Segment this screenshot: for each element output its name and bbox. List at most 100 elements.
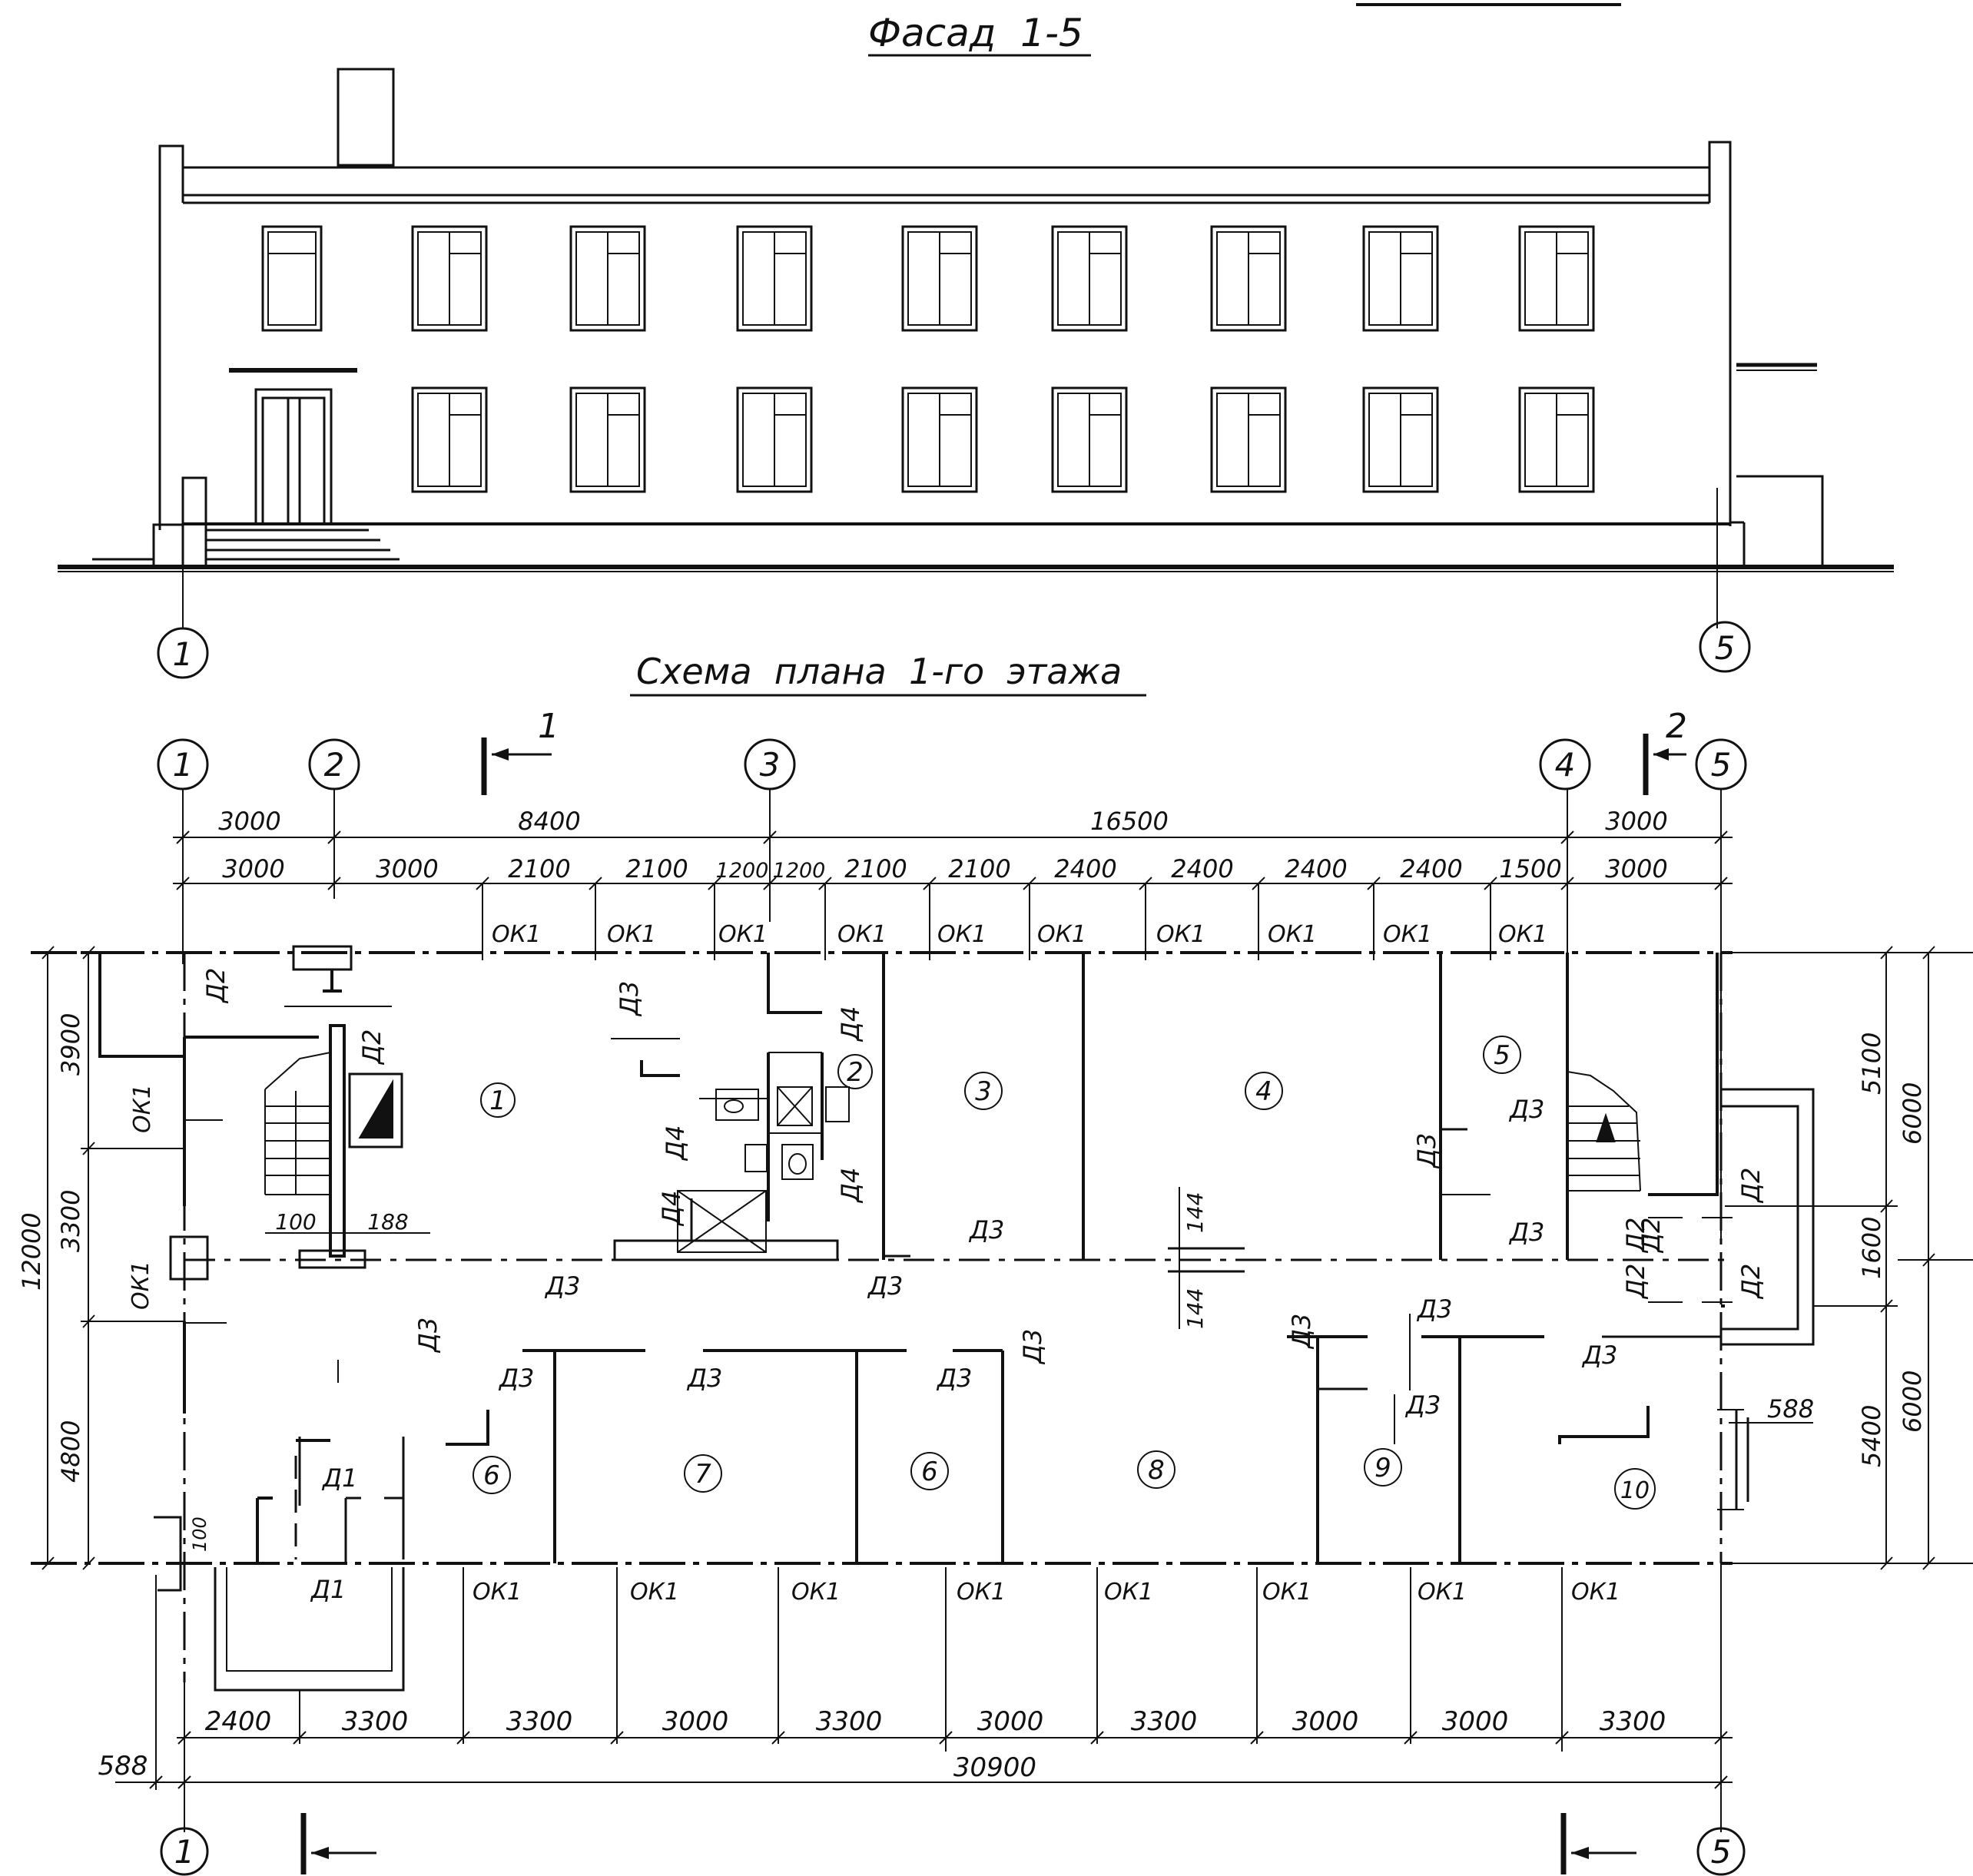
dim-top-r2-6: 2100 bbox=[844, 854, 907, 883]
window-mark: ОК1 bbox=[957, 1579, 1006, 1606]
window-mark: ОК1 bbox=[791, 1579, 841, 1606]
facade-title-text: Фасад 1-5 bbox=[868, 11, 1083, 55]
top-dimensions: 3000 8400 16500 3000 3000 3000 2100 2100… bbox=[173, 807, 1733, 960]
window-mark: ОК1 bbox=[1571, 1579, 1620, 1606]
dim-left-3900: 3900 bbox=[56, 1013, 85, 1076]
door-mark-d3: Д3 bbox=[1581, 1341, 1617, 1370]
dim-bot-6: 3300 bbox=[1131, 1706, 1198, 1737]
dim-bot-9: 3300 bbox=[1600, 1706, 1666, 1737]
plan-axis-5-top: 5 bbox=[1711, 746, 1732, 784]
dim-bot-2: 3300 bbox=[506, 1706, 573, 1737]
dim-top-r2-0: 3000 bbox=[222, 854, 284, 883]
left-dimensions: 3900 3300 4800 12000 bbox=[17, 946, 184, 1570]
dim-small-100-porch: 100 bbox=[189, 1516, 211, 1552]
dim-bot-588: 588 bbox=[98, 1751, 148, 1782]
door-marks: Д2 Д2 Д3 Д4 Д4 Д4 Д4 Д3 Д3 Д3 Д3 Д3 Д3 Д… bbox=[201, 968, 1766, 1604]
dim-top-r2-2: 2100 bbox=[508, 854, 570, 883]
door-mark-d2: Д2 bbox=[1736, 1168, 1766, 1204]
door-mark-d2: Д2 bbox=[357, 1029, 386, 1066]
dim-bot-4: 3300 bbox=[816, 1706, 883, 1737]
dim-top-r1-2: 16500 bbox=[1090, 807, 1169, 836]
window-mark: ОК1 bbox=[630, 1579, 679, 1606]
window-mark: ОК1 bbox=[937, 921, 986, 948]
plan-axis-markers-top: 1 2 3 4 5 bbox=[157, 738, 1747, 1260]
facade-windows-lower bbox=[411, 386, 1595, 493]
dim-bot-1: 3300 bbox=[342, 1706, 409, 1737]
plan-axis-1-top: 1 bbox=[173, 746, 194, 784]
door-mark-d2: Д2 bbox=[1621, 1264, 1650, 1300]
room-7: 7 bbox=[695, 1459, 711, 1490]
window-mark: ОК1 bbox=[473, 1579, 522, 1606]
room-4: 4 bbox=[1255, 1076, 1272, 1107]
room-2: 2 bbox=[847, 1057, 864, 1088]
dim-right-6000-bot: 6000 bbox=[1898, 1371, 1927, 1433]
facade-axis-5: 5 bbox=[1715, 629, 1736, 667]
dim-small-144-top: 144 bbox=[1182, 1192, 1208, 1233]
dim-top-r2-11: 2400 bbox=[1400, 854, 1462, 883]
section-marks: 1 2 bbox=[300, 707, 1687, 1874]
window-mark: ОК1 bbox=[1383, 921, 1432, 948]
door-mark-d4: Д4 bbox=[836, 1006, 865, 1042]
door-mark-d2: Д2 bbox=[201, 968, 230, 1004]
dim-right-1600: 1600 bbox=[1857, 1217, 1886, 1279]
plan-axis-markers-bottom: 1 5 bbox=[160, 1827, 1746, 1876]
window-mark: ОК1 bbox=[1498, 921, 1547, 948]
door-mark-d3: Д3 bbox=[968, 1215, 1004, 1245]
dim-top-r2-12: 1500 bbox=[1499, 854, 1561, 883]
window-marks: ОК1 ОК1 ОК1 ОК1 ОК1 ОК1 ОК1 ОК1 ОК1 ОК1 … bbox=[128, 921, 1620, 1606]
window-mark: ОК1 bbox=[1156, 921, 1205, 948]
door-mark-d1: Д1 bbox=[310, 1575, 346, 1604]
window-mark: ОК1 bbox=[128, 1261, 154, 1310]
plan-outer-walls bbox=[31, 951, 1973, 1682]
door-mark-d3: Д3 bbox=[1287, 1314, 1316, 1350]
plan-axis-2-top: 2 bbox=[324, 746, 345, 784]
window-mark: ОК1 bbox=[1037, 921, 1086, 948]
dim-small-144-bot: 144 bbox=[1182, 1288, 1208, 1329]
window-mark: ОК1 bbox=[718, 921, 768, 948]
facade-axis-1: 1 bbox=[173, 635, 194, 673]
room-numbers: 1 2 3 4 5 6 7 6 8 9 10 bbox=[473, 1036, 1656, 1510]
door-mark-d2: Д2 bbox=[1736, 1264, 1766, 1300]
door-mark-d4: Д4 bbox=[661, 1125, 690, 1162]
plan-title-text: Схема плана 1-го этажа bbox=[636, 651, 1122, 692]
plan-axis-4-top: 4 bbox=[1555, 746, 1576, 784]
window-mark: ОК1 bbox=[1268, 921, 1317, 948]
window-mark: ОК1 bbox=[1418, 1579, 1467, 1606]
door-mark-d3: Д3 bbox=[498, 1364, 534, 1393]
room-9: 9 bbox=[1374, 1453, 1391, 1483]
dim-top-r2-7: 2100 bbox=[948, 854, 1010, 883]
door-mark-d3: Д3 bbox=[1508, 1095, 1544, 1124]
section-2-label: 2 bbox=[1666, 707, 1687, 746]
dim-bot-total: 30900 bbox=[953, 1752, 1036, 1783]
dim-top-r1-1: 8400 bbox=[518, 807, 580, 836]
room-5: 5 bbox=[1494, 1040, 1510, 1071]
local-dimensions: 100 188 144 144 100 588 bbox=[189, 1187, 1814, 1552]
plan-partitions bbox=[81, 945, 1815, 1692]
door-mark-d4: Д4 bbox=[836, 1168, 865, 1204]
dim-top-r2-13: 3000 bbox=[1605, 854, 1667, 883]
door-mark-d3: Д3 bbox=[686, 1364, 722, 1393]
door-mark-d3: Д3 bbox=[1416, 1294, 1452, 1324]
dim-top-r2-8: 2400 bbox=[1054, 854, 1116, 883]
room-1: 1 bbox=[489, 1085, 506, 1116]
door-mark-d4: Д4 bbox=[657, 1191, 686, 1227]
door-mark-d2: Д2 bbox=[1636, 1218, 1666, 1254]
room-6b: 6 bbox=[921, 1457, 938, 1487]
door-mark-d3: Д3 bbox=[1412, 1133, 1441, 1169]
room-6a: 6 bbox=[483, 1460, 500, 1491]
dim-small-188: 188 bbox=[367, 1209, 408, 1235]
facade-axis-markers: 1 5 bbox=[157, 488, 1751, 679]
plan-title: Схема плана 1-го этажа bbox=[630, 651, 1146, 697]
door-mark-d3: Д3 bbox=[413, 1318, 443, 1354]
dim-top-r2-4: 1200 bbox=[716, 859, 769, 883]
right-dimensions: 5100 1600 5400 6000 6000 bbox=[1725, 946, 1973, 1570]
dim-top-r1-3: 3000 bbox=[1605, 807, 1667, 836]
plan-axis-3-top: 3 bbox=[760, 746, 781, 784]
dim-top-r1-0: 3000 bbox=[218, 807, 280, 836]
door-mark-d2: Д2 bbox=[1621, 1218, 1650, 1254]
dim-right-5400: 5400 bbox=[1857, 1405, 1886, 1467]
facade-windows-upper bbox=[261, 225, 1595, 332]
window-mark: ОК1 bbox=[607, 921, 656, 948]
room-3: 3 bbox=[975, 1076, 992, 1107]
